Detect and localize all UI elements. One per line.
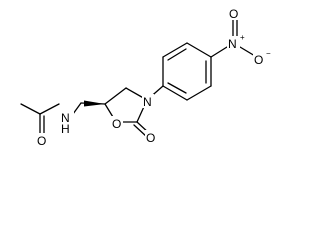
nitro-oxygen-charge: −	[266, 49, 271, 58]
bond-phenyl-5	[186, 85, 212, 101]
bond-c5-c4	[104, 87, 127, 105]
ring-nitrogen-label: N	[143, 95, 152, 109]
bond-c2-carbonyl-double	[133, 124, 148, 138]
bond-methyl-carbonyl	[20, 103, 41, 115]
amide-hydrogen-label: H	[61, 122, 70, 136]
nitro-nitrogen-charge: +	[240, 33, 245, 42]
acetyl-carbonyl-oxygen-label: O	[37, 134, 46, 148]
ring-oxygen-label: O	[112, 117, 121, 131]
bond-phenyl-inner-a	[167, 48, 187, 61]
nitro-upper-oxygen-label: O	[229, 7, 238, 21]
stereo-wedge-bond	[84, 100, 105, 107]
bond-phenyl-to-nitro	[210, 46, 228, 58]
ring-carbonyl-oxygen-label: O	[146, 131, 155, 145]
chemical-structure-diagram: N H O O N O N + O O −	[20, 6, 271, 148]
bond-phenyl-2	[162, 42, 188, 58]
amide-nitrogen-label: N	[61, 111, 70, 125]
bond-carbonyl-to-nh	[39, 103, 60, 115]
nitro-lower-oxygen-label: O	[254, 53, 263, 67]
nitro-nitrogen-label: N	[228, 37, 237, 51]
bond-nitro-to-lower-oxygen	[239, 46, 256, 57]
bond-phenyl-6	[162, 85, 188, 101]
bond-phenyl-inner-c	[167, 82, 187, 94]
bond-nh-to-methylene	[72, 102, 82, 115]
bond-phenyl-3	[186, 42, 212, 58]
